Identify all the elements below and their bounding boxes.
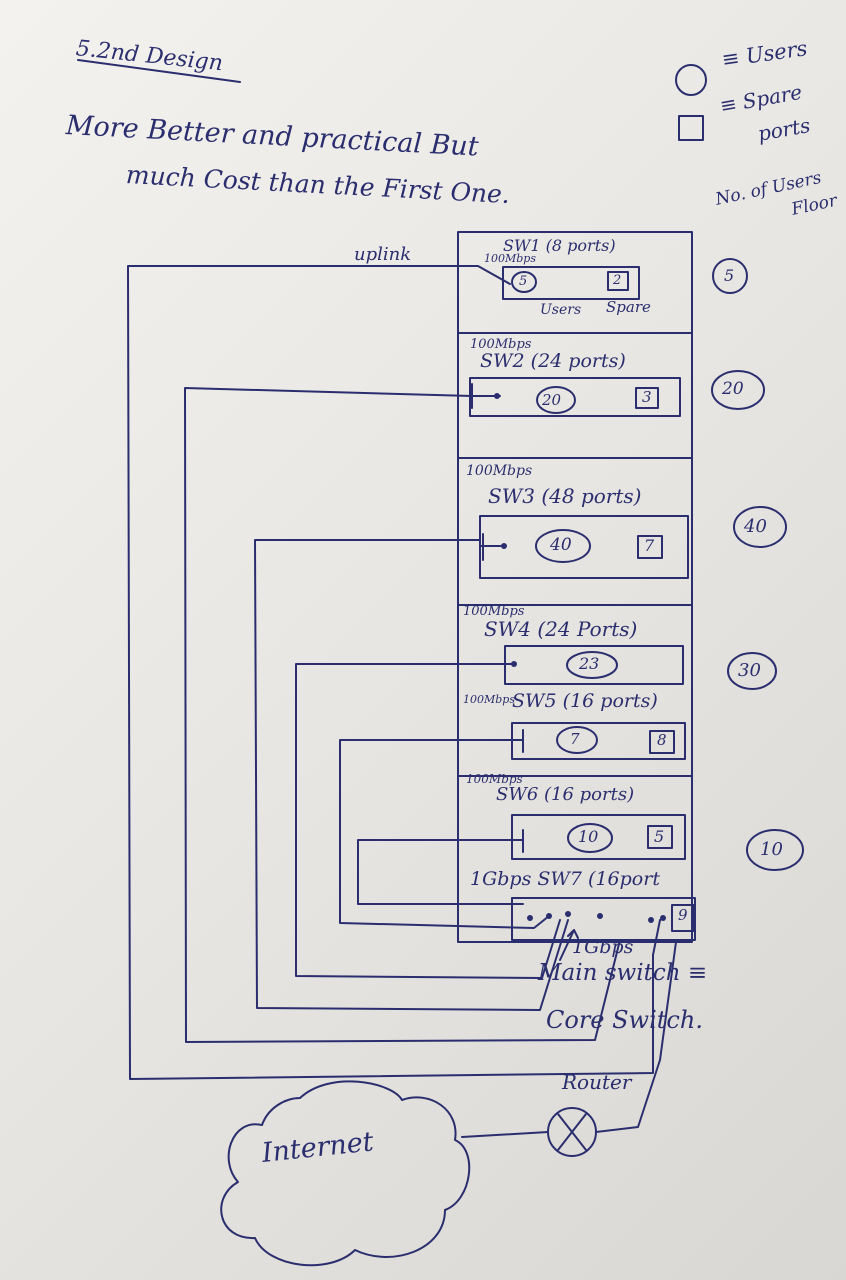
sw1-spare-caption: Spare (606, 298, 651, 316)
core-spare-count: 9 (678, 906, 688, 924)
floor-users-circle-2 (711, 370, 765, 410)
uplink-sw3 (254, 539, 569, 1011)
sw7-spare-square (671, 904, 695, 932)
core-port-dot (565, 911, 571, 917)
sw3-spare-square (637, 535, 663, 559)
sw1-users-caption: Users (540, 302, 582, 318)
floor-users-count-1: 5 (724, 266, 735, 285)
floor-users-circle-5 (746, 829, 804, 871)
sw6-box (511, 814, 686, 860)
gbps-arrow (559, 929, 579, 961)
sw5-name: SW5 (16 ports) (512, 690, 658, 712)
uplink-sw1 (127, 265, 661, 1080)
sw1-name: SW1 (8 ports) (503, 236, 616, 255)
sw3-spare-count: 7 (644, 536, 655, 555)
core-port-dot (597, 913, 603, 919)
floor-rack (457, 231, 693, 943)
sw5-spare-count: 8 (657, 731, 667, 749)
sw3-speed: 100Mbps (466, 463, 533, 479)
sw2-spare-count: 3 (642, 388, 652, 406)
core-port-dot (648, 917, 654, 923)
legend-users-circle (675, 64, 707, 96)
uplink-sw6 (357, 839, 524, 905)
floor-users-count-2: 20 (722, 379, 744, 399)
floor-users-circle-3 (733, 506, 787, 548)
sw-port-dot (494, 393, 500, 399)
router-x (557, 1113, 587, 1151)
sw4-speed: 100Mbps (463, 604, 525, 619)
uplink-sw5 (339, 739, 550, 929)
sw5-users-circle (556, 726, 598, 754)
sw1-spare-square (607, 271, 629, 291)
core-core-caption: Core Switch. (546, 1006, 703, 1034)
sw6-users-count: 10 (578, 827, 599, 846)
sw6-speed: 100Mbps (466, 772, 523, 786)
floor-users-count-4: 30 (738, 660, 761, 681)
sw3-box (479, 515, 689, 579)
uplink-label: uplink (354, 244, 412, 265)
sw2-users-count: 20 (542, 391, 562, 409)
sw1-users-circle (511, 271, 537, 293)
floor-users-circle-4 (727, 652, 777, 690)
sw5-spare-square (649, 730, 675, 754)
router-label: Router (562, 1070, 632, 1094)
legend-spare-square (678, 115, 704, 141)
sw6-spare-square (647, 825, 673, 849)
sw2-users-circle (536, 386, 576, 414)
core-port-dot (660, 915, 666, 921)
sw2-spare-square (635, 387, 659, 409)
sw5-speed: 100Mbps (463, 693, 515, 706)
title-underline (77, 59, 241, 83)
router-to-internet (461, 1131, 549, 1138)
sw6-users-circle (567, 823, 613, 853)
sw-port-dot (511, 661, 517, 667)
sw6-name: SW6 (16 ports) (496, 784, 635, 805)
core-switch-name: 1Gbps SW7 (16port (470, 868, 660, 890)
core-speed-caption: 1Gbps (572, 936, 634, 958)
sw2-name: SW2 (24 ports) (480, 350, 626, 372)
core-main-caption: Main switch ≡ (538, 960, 708, 986)
sw1-box (502, 266, 640, 300)
sw7-box (511, 897, 696, 941)
router-to-core (595, 941, 677, 1133)
floor-users-count-3: 40 (744, 516, 767, 537)
sw4-name: SW4 (24 Ports) (484, 617, 638, 641)
sw-port-dot (501, 543, 507, 549)
internet-cloud (220, 1080, 471, 1267)
sw1-spare-count: 2 (613, 273, 622, 288)
sw3-name: SW3 (48 ports) (488, 484, 642, 508)
sw3-users-circle (535, 529, 591, 563)
sw4-users-circle (566, 651, 618, 679)
floor-users-circle-1 (712, 258, 748, 294)
floor-users-count-5: 10 (760, 839, 783, 860)
sw6-spare-count: 5 (654, 827, 665, 846)
sw1-users-count: 5 (519, 274, 528, 289)
sw5-users-count: 7 (570, 730, 580, 748)
sw2-box (469, 377, 681, 417)
sw3-users-count: 40 (550, 535, 572, 555)
core-port-dot (546, 913, 552, 919)
sw1-speed: 100Mbps (484, 252, 536, 265)
sw4-users-count: 23 (579, 654, 600, 673)
sw2-speed: 100Mbps (470, 337, 532, 352)
uplink-sw4 (295, 663, 561, 979)
core-port-dot (527, 915, 533, 921)
